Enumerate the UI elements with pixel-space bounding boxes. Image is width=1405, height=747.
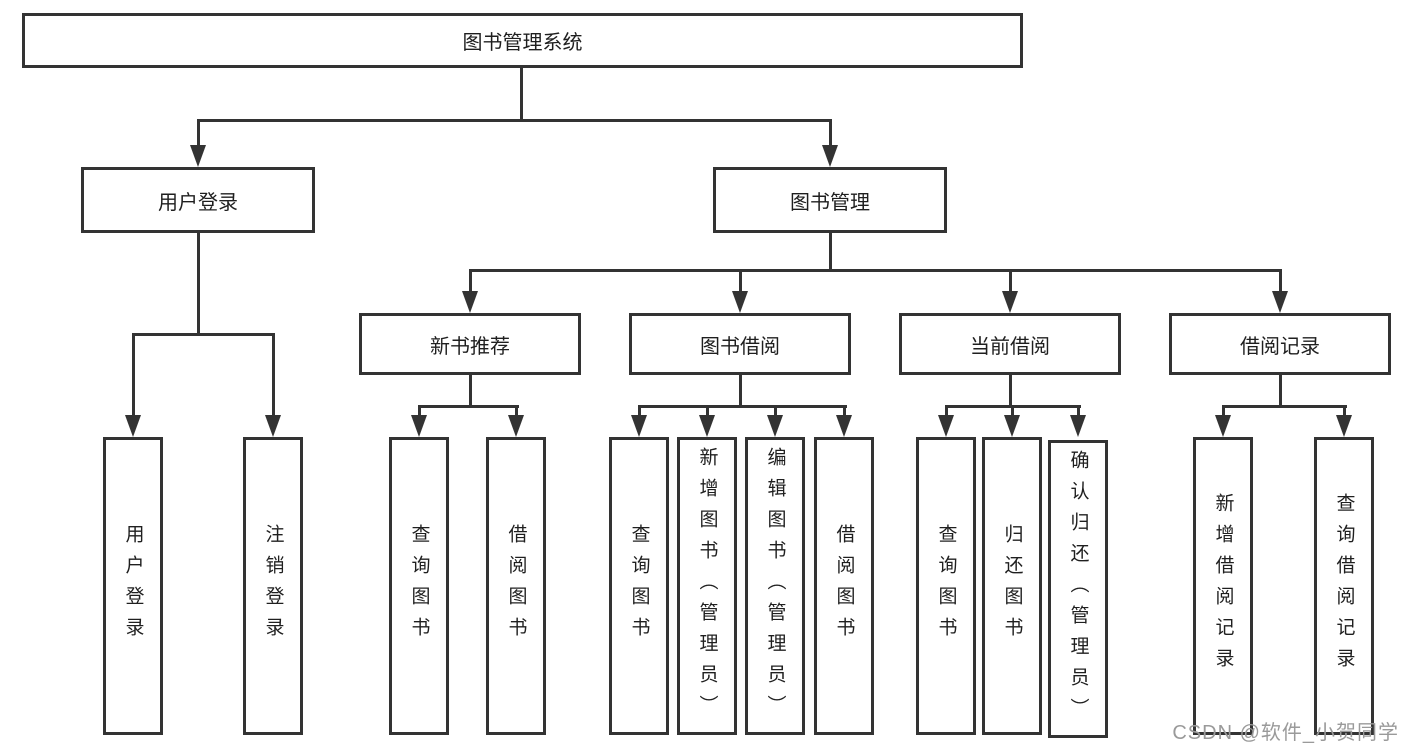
- leaf-borrow-borrow-books: 借阅图书: [814, 437, 874, 735]
- connector-line-v: [520, 68, 523, 120]
- node-new-book-recommend: 新书推荐: [359, 313, 581, 375]
- arrowhead-down: [1070, 415, 1086, 437]
- connector-line-v: [418, 405, 421, 418]
- connector-line-v: [739, 269, 742, 295]
- connector-line-v: [197, 119, 200, 148]
- leaf-records-query-record: 查询借阅记录: [1314, 437, 1374, 735]
- leaf-logout: 注销登录: [243, 437, 303, 735]
- arrowhead-down: [1004, 415, 1020, 437]
- leaf-records-add-record: 新增借阅记录: [1193, 437, 1253, 735]
- connector-line-v: [774, 405, 777, 418]
- arrowhead-down: [836, 415, 852, 437]
- leaf-borrow-edit-books-admin: 编辑图书（管理员）: [745, 437, 805, 735]
- arrowhead-down: [1002, 291, 1018, 313]
- arrowhead-down: [190, 145, 206, 167]
- leaf-user-login: 用户登录: [103, 437, 163, 735]
- arrowhead-down: [265, 415, 281, 437]
- connector-line-v: [272, 333, 275, 418]
- connector-line-h: [197, 119, 832, 122]
- connector-line-v: [1011, 405, 1014, 418]
- connector-line-v: [945, 405, 948, 418]
- arrowhead-down: [938, 415, 954, 437]
- arrowhead-down: [1215, 415, 1231, 437]
- leaf-current-confirm-return-admin: 确认归还（管理员）: [1048, 440, 1108, 738]
- leaf-newbooks-borrow-books: 借阅图书: [486, 437, 546, 735]
- node-borrow-records: 借阅记录: [1169, 313, 1391, 375]
- connector-line-v: [1009, 375, 1012, 408]
- arrowhead-down: [631, 415, 647, 437]
- connector-line-v: [829, 119, 832, 148]
- arrowhead-down: [732, 291, 748, 313]
- arrowhead-down: [1272, 291, 1288, 313]
- connector-line-v: [1343, 405, 1346, 418]
- connector-line-v: [1222, 405, 1225, 418]
- arrowhead-down: [767, 415, 783, 437]
- connector-line-v: [469, 375, 472, 408]
- connector-line-h: [132, 333, 275, 336]
- arrowhead-down: [1336, 415, 1352, 437]
- leaf-borrow-add-books-admin: 新增图书（管理员）: [677, 437, 737, 735]
- connector-line-v: [197, 233, 200, 336]
- node-root-system: 图书管理系统: [22, 13, 1023, 68]
- connector-line-v: [515, 405, 518, 418]
- connector-line-v: [638, 405, 641, 418]
- connector-line-v: [1077, 405, 1080, 418]
- arrowhead-down: [699, 415, 715, 437]
- arrowhead-down: [462, 291, 478, 313]
- connector-line-v: [1279, 269, 1282, 295]
- node-user-login: 用户登录: [81, 167, 315, 233]
- arrowhead-down: [508, 415, 524, 437]
- node-book-management: 图书管理: [713, 167, 947, 233]
- leaf-borrow-query-books: 查询图书: [609, 437, 669, 735]
- connector-line-v: [706, 405, 709, 418]
- leaf-current-query-books: 查询图书: [916, 437, 976, 735]
- connector-line-h: [418, 405, 519, 408]
- node-book-borrow: 图书借阅: [629, 313, 851, 375]
- connector-line-h: [469, 269, 1282, 272]
- arrowhead-down: [411, 415, 427, 437]
- connector-line-v: [843, 405, 846, 418]
- csdn-watermark: CSDN @软件_小贺同学: [1172, 722, 1399, 744]
- connector-line-v: [469, 269, 472, 295]
- arrowhead-down: [125, 415, 141, 437]
- connector-line-v: [1009, 269, 1012, 295]
- connector-line-v: [739, 375, 742, 408]
- connector-line-v: [829, 233, 832, 272]
- arrowhead-down: [822, 145, 838, 167]
- node-current-borrow: 当前借阅: [899, 313, 1121, 375]
- connector-line-v: [132, 333, 135, 418]
- leaf-newbooks-query-books: 查询图书: [389, 437, 449, 735]
- leaf-current-return-books: 归还图书: [982, 437, 1042, 735]
- connector-line-h: [1222, 405, 1347, 408]
- connector-line-v: [1279, 375, 1282, 408]
- connector-line-h: [638, 405, 847, 408]
